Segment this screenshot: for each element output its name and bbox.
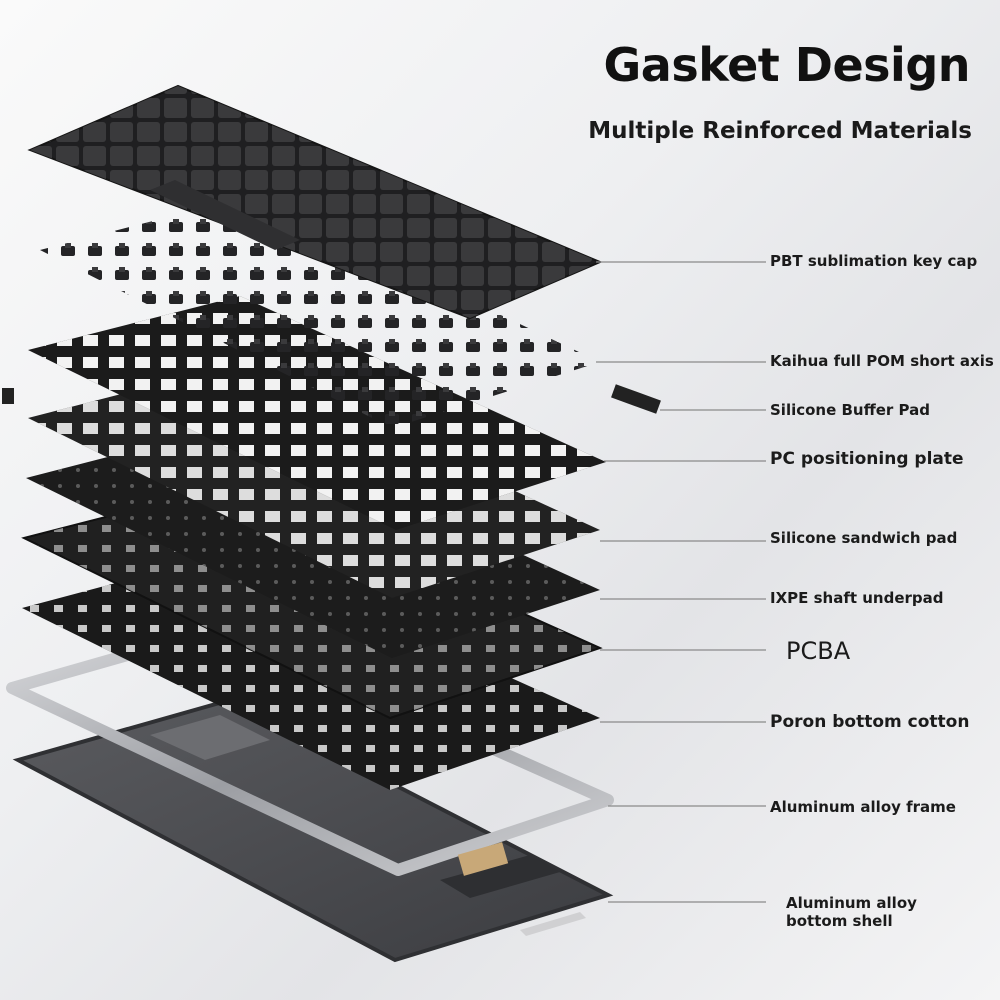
page-subtitle: Multiple Reinforced Materials — [588, 118, 972, 144]
label-switch: Kaihua full POM short axis — [770, 352, 994, 370]
label-frame: Aluminum alloy frame — [770, 798, 956, 816]
label-buffer: Silicone Buffer Pad — [770, 401, 931, 419]
label-keycap: PBT sublimation key cap — [770, 252, 978, 270]
leader-lines — [596, 261, 766, 903]
pc-positioning-plate — [28, 296, 606, 530]
pbt-keycaps — [27, 84, 603, 320]
label-pcba: PCBA — [786, 637, 851, 665]
label-poron: Poron bottom cotton — [770, 712, 970, 732]
label-sandwich: Silicone sandwich pad — [770, 529, 958, 547]
label-shell: Aluminum alloy bottom shell — [786, 894, 917, 930]
silicone-buffer-pad — [2, 384, 661, 414]
label-ixpe: IXPE shaft underpad — [770, 589, 944, 607]
page-title: Gasket Design — [603, 38, 971, 92]
label-plate: PC positioning plate — [770, 449, 964, 469]
kaihua-switches — [40, 196, 600, 428]
